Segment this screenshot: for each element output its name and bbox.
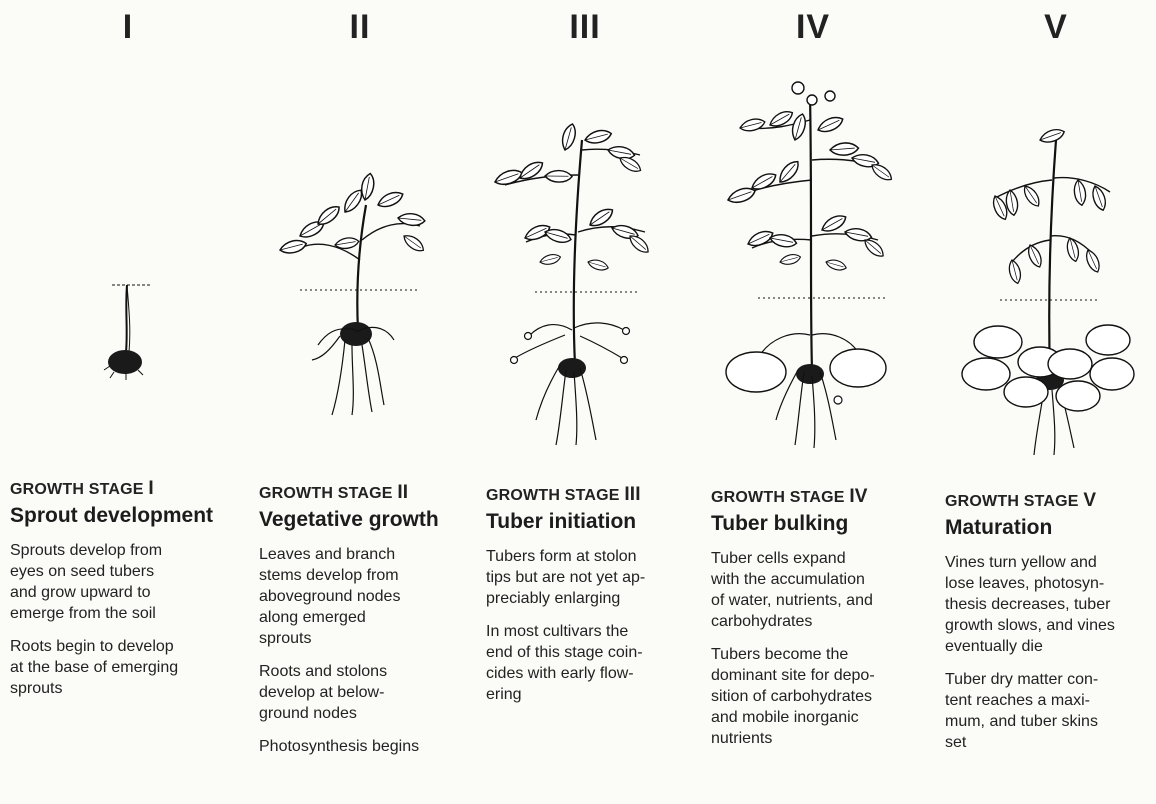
stage-2-plant-drawing — [279, 172, 426, 415]
plant-illustrations — [0, 0, 1156, 470]
stage-4-plant-drawing — [726, 82, 894, 448]
stage-description: Tuber cells expand with the accumulation… — [711, 548, 936, 632]
stage-description: Photosynthesis begins — [259, 736, 484, 757]
stage-label-prefix: GROWTH STAGE — [10, 481, 144, 498]
stage-description: Sprouts develop from eyes on seed tubers… — [10, 540, 235, 624]
stage-description: In most cultivars the end of this stage … — [486, 621, 711, 705]
growth-stage-2: GROWTH STAGE II Vegetative growth Leaves… — [259, 482, 484, 757]
stage-label-numeral: III — [624, 484, 640, 505]
stage-label-prefix: GROWTH STAGE — [259, 485, 393, 502]
stage-description: Roots begin to develop at the base of em… — [10, 636, 235, 699]
growth-stage-1: GROWTH STAGE I Sprout development Sprout… — [10, 478, 235, 699]
stage-title: Maturation — [945, 516, 1156, 540]
stage-label-prefix: GROWTH STAGE — [486, 487, 620, 504]
stage-description: Vines turn yellow and lose leaves, photo… — [945, 552, 1156, 657]
stage-label-numeral: V — [1083, 490, 1096, 511]
stage-title: Tuber bulking — [711, 512, 936, 536]
growth-stage-4: GROWTH STAGE IV Tuber bulking Tuber cell… — [711, 486, 936, 749]
stage-label-numeral: II — [397, 482, 408, 503]
stage-label: GROWTH STAGE III — [486, 484, 711, 506]
stage-label: GROWTH STAGE I — [10, 478, 235, 500]
stage-description: Tubers become the dominant site for depo… — [711, 644, 936, 749]
stage-description: Tubers form at stolon tips but are not y… — [486, 546, 711, 609]
stage-title: Vegetative growth — [259, 508, 484, 532]
stage-3-plant-drawing — [493, 122, 651, 445]
stage-label: GROWTH STAGE V — [945, 490, 1156, 512]
stage-1-plant-drawing — [104, 285, 150, 380]
stage-label-prefix: GROWTH STAGE — [945, 493, 1079, 510]
stage-description: Leaves and branch stems develop from abo… — [259, 544, 484, 649]
stage-label-numeral: IV — [849, 486, 867, 507]
stage-title: Sprout development — [10, 504, 235, 528]
stage-description: Tuber dry matter con- tent reaches a max… — [945, 669, 1156, 753]
growth-stage-5: GROWTH STAGE V Maturation Vines turn yel… — [945, 490, 1156, 753]
stage-label: GROWTH STAGE IV — [711, 486, 936, 508]
stage-label-prefix: GROWTH STAGE — [711, 489, 845, 506]
stage-5-plant-drawing — [962, 127, 1134, 455]
stage-description: Roots and stolons develop at below- grou… — [259, 661, 484, 724]
stage-label-numeral: I — [148, 478, 153, 499]
growth-stage-3: GROWTH STAGE III Tuber initiation Tubers… — [486, 484, 711, 705]
stage-label: GROWTH STAGE II — [259, 482, 484, 504]
stage-title: Tuber initiation — [486, 510, 711, 534]
